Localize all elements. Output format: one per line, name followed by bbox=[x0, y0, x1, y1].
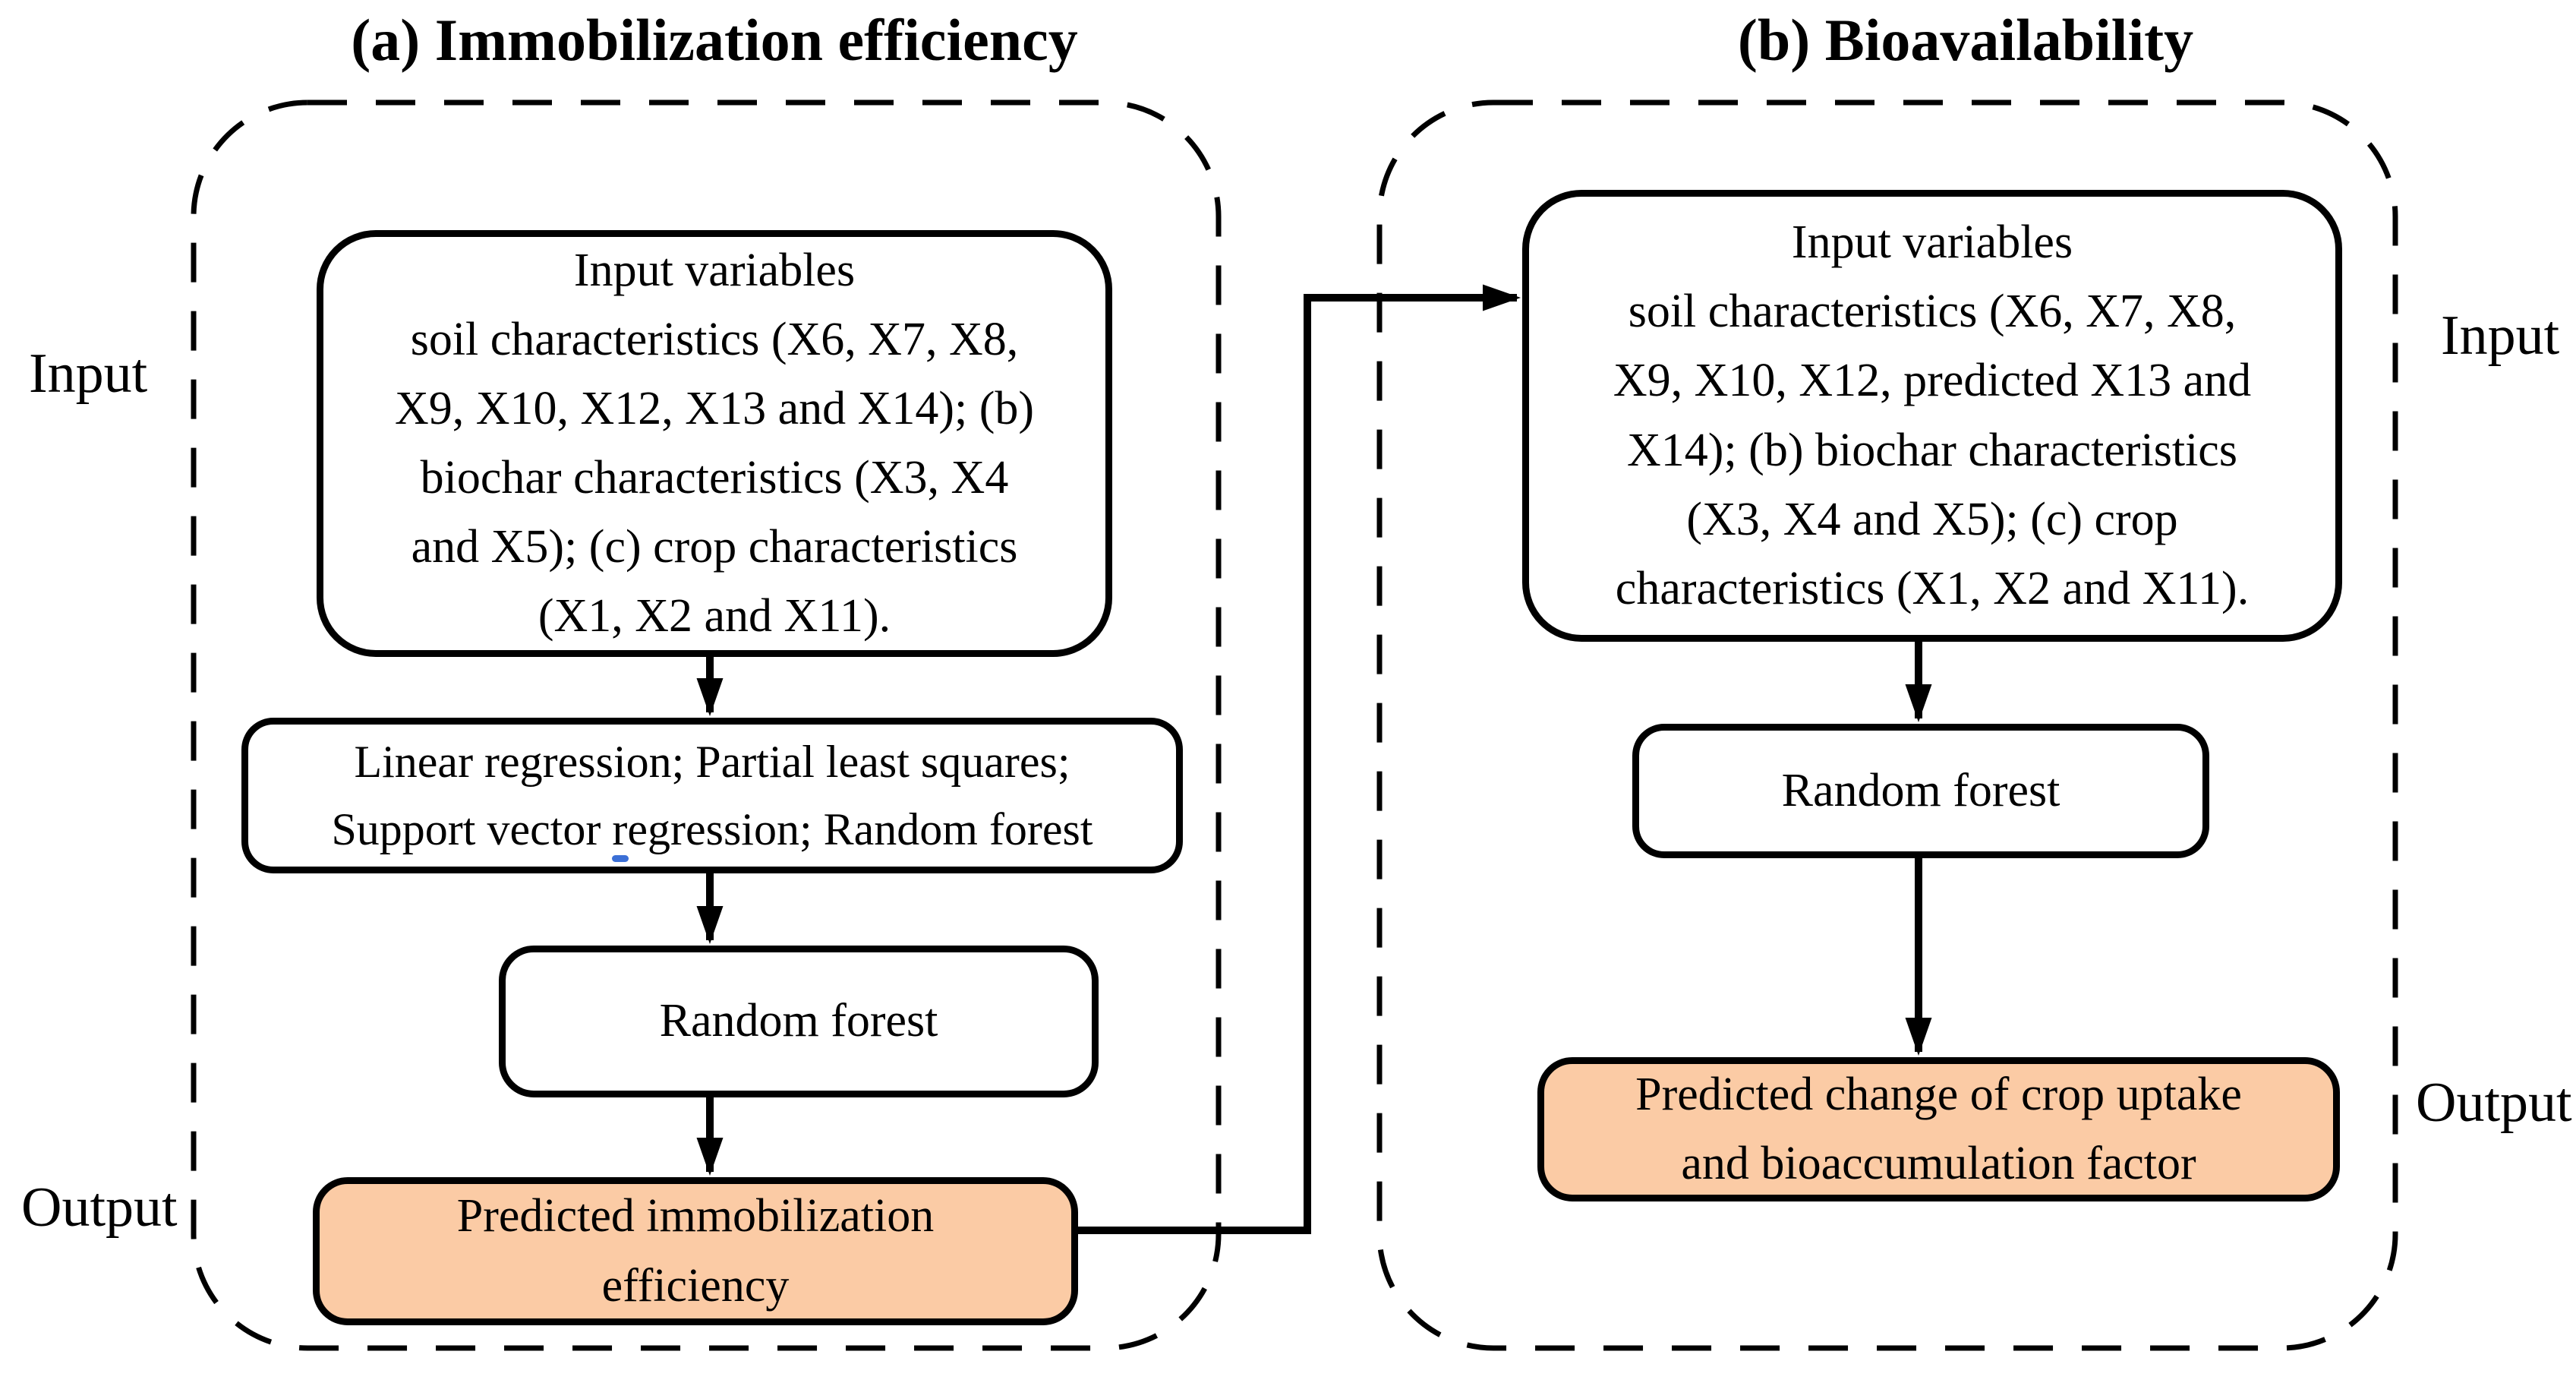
connector-a-output-to-b-input bbox=[1078, 284, 1521, 1234]
panel-a-output-label: Output bbox=[21, 1176, 178, 1239]
panel-b-input-label: Input bbox=[2441, 305, 2560, 367]
panel-b-dashed-border bbox=[1376, 99, 2398, 1351]
spellcheck-artifact-dot bbox=[612, 855, 629, 862]
panel-b-random-forest-box: Random forest bbox=[1632, 724, 2209, 858]
panel-a-input-variables-box: Input variables soil characteristics (X6… bbox=[317, 230, 1112, 657]
panel-a-dashed-border bbox=[191, 99, 1222, 1351]
panel-b-predicted-output-box: Predicted change of crop uptake and bioa… bbox=[1537, 1057, 2340, 1201]
panel-a-predicted-output-box: Predicted immobilization efficiency bbox=[313, 1177, 1078, 1325]
panel-a-regression-models-box: Linear regression; Partial least squares… bbox=[241, 718, 1183, 873]
panel-a-random-forest-box: Random forest bbox=[499, 946, 1099, 1097]
panel-b-title: (b) Bioavailability bbox=[1737, 7, 2194, 73]
panel-b-output-label: Output bbox=[2416, 1072, 2572, 1134]
panel-b-input-variables-box: Input variables soil characteristics (X6… bbox=[1522, 190, 2342, 642]
panel-a-title: (a) Immobilization efficiency bbox=[351, 7, 1078, 73]
panel-a-input-label: Input bbox=[29, 343, 148, 405]
